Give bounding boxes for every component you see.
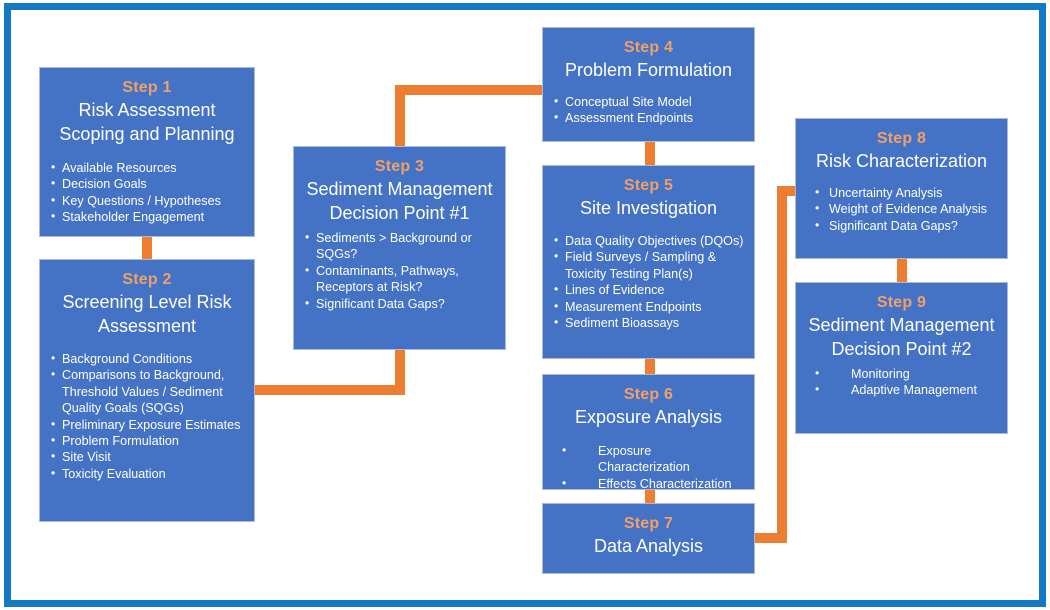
- step-5-bullets: Data Quality Objectives (DQOs) Field Sur…: [543, 232, 754, 331]
- list-item: Sediments > Background or SQGs?: [305, 229, 497, 263]
- list-item: Decision Goals: [51, 175, 246, 192]
- connector-step2-step3-vertical: [395, 345, 405, 395]
- connector-step3-step4-vertical: [395, 85, 405, 149]
- step-4-bullets: Conceptual Site Model Assessment Endpoin…: [543, 93, 754, 127]
- connector-step8-step9: [897, 256, 907, 286]
- connector-step7-step8-horizontal-high: [777, 186, 801, 196]
- step-9-label: Step 9: [876, 294, 927, 311]
- list-item: Adaptive Management: [807, 381, 999, 398]
- step-4-label: Step 4: [623, 39, 674, 56]
- step-1-title: Risk Assessment Scoping and Planning: [59, 100, 235, 144]
- connector-step6-step7: [645, 487, 655, 507]
- list-item: Toxicity Evaluation: [51, 465, 246, 482]
- list-item: Lines of Evidence: [554, 281, 746, 298]
- step-3-title: Sediment Management Decision Point #1: [306, 179, 493, 223]
- step-8-header: Step 8 Risk Characterization: [796, 119, 1007, 173]
- step-box-4[interactable]: Step 4 Problem Formulation Conceptual Si…: [542, 27, 755, 142]
- list-item: Weight of Evidence Analysis: [807, 200, 999, 217]
- step-9-title: Sediment Management Decision Point #2: [808, 315, 995, 359]
- list-item: Monitoring: [807, 365, 999, 382]
- step-2-title: Screening Level Risk Assessment: [62, 292, 232, 336]
- list-item: Measurement Endpoints: [554, 298, 746, 315]
- list-item: Significant Data Gaps?: [305, 295, 497, 312]
- step-3-header: Step 3 Sediment Management Decision Poin…: [294, 147, 505, 225]
- step-box-9[interactable]: Step 9 Sediment Management Decision Poin…: [795, 282, 1008, 434]
- step-9-header: Step 9 Sediment Management Decision Poin…: [796, 283, 1007, 361]
- connector-step3-step4-horizontal: [395, 85, 547, 95]
- step-box-2[interactable]: Step 2 Screening Level Risk Assessment B…: [39, 259, 255, 522]
- step-6-title: Exposure Analysis: [574, 407, 723, 427]
- list-item: Sediment Bioassays: [554, 314, 746, 331]
- step-2-bullets: Background Conditions Comparisons to Bac…: [40, 350, 254, 482]
- connector-step7-step8-vertical: [777, 186, 787, 543]
- connector-step7-step8-horizontal-low: [751, 533, 787, 543]
- step-4-title: Problem Formulation: [564, 60, 733, 80]
- list-item: Data Quality Objectives (DQOs): [554, 232, 746, 249]
- list-item: Comparisons to Background, Threshold Val…: [51, 366, 246, 416]
- list-item: Effects Characterization: [554, 475, 746, 492]
- list-item: Problem Formulation: [51, 432, 246, 449]
- step-5-title: Site Investigation: [579, 198, 718, 218]
- connector-step2-step3-horizontal: [250, 385, 405, 395]
- list-item: Contaminants, Pathways, Receptors at Ris…: [305, 262, 497, 296]
- step-2-header: Step 2 Screening Level Risk Assessment: [40, 260, 254, 338]
- step-4-header: Step 4 Problem Formulation: [543, 28, 754, 82]
- list-item: Significant Data Gaps?: [807, 217, 999, 234]
- step-7-label: Step 7: [623, 515, 674, 532]
- step-1-label: Step 1: [122, 79, 172, 96]
- step-box-8[interactable]: Step 8 Risk Characterization Uncertainty…: [795, 118, 1008, 259]
- connector-step4-step5: [645, 139, 655, 169]
- step-6-header: Step 6 Exposure Analysis: [543, 375, 754, 429]
- connector-step5-step6: [645, 356, 655, 378]
- list-item: Uncertainty Analysis: [807, 184, 999, 201]
- list-item: Field Surveys / Sampling & Toxicity Test…: [554, 248, 746, 282]
- list-item: Available Resources: [51, 159, 246, 176]
- step-3-bullets: Sediments > Background or SQGs? Contamin…: [294, 229, 505, 312]
- list-item: Stakeholder Engagement: [51, 208, 246, 225]
- step-box-1[interactable]: Step 1 Risk Assessment Scoping and Plann…: [39, 67, 255, 237]
- step-9-bullets: Monitoring Adaptive Management: [796, 365, 1007, 399]
- step-8-title: Risk Characterization: [815, 151, 988, 171]
- step-3-label: Step 3: [374, 158, 425, 175]
- step-7-title: Data Analysis: [593, 536, 704, 556]
- list-item: Assessment Endpoints: [554, 109, 746, 126]
- step-6-label: Step 6: [623, 386, 674, 403]
- list-item: Preliminary Exposure Estimates: [51, 416, 246, 433]
- step-box-7[interactable]: Step 7 Data Analysis: [542, 503, 755, 574]
- step-5-header: Step 5 Site Investigation: [543, 166, 754, 220]
- step-1-bullets: Available Resources Decision Goals Key Q…: [40, 159, 254, 226]
- connector-step1-step2: [142, 232, 152, 264]
- step-8-bullets: Uncertainty Analysis Weight of Evidence …: [796, 184, 1007, 234]
- list-item: Exposure Characterization: [554, 442, 746, 476]
- list-item: Conceptual Site Model: [554, 93, 746, 110]
- step-5-label: Step 5: [623, 177, 674, 194]
- step-2-label: Step 2: [122, 271, 172, 288]
- step-box-5[interactable]: Step 5 Site Investigation Data Quality O…: [542, 165, 755, 359]
- step-8-label: Step 8: [876, 130, 927, 147]
- list-item: Site Visit: [51, 448, 246, 465]
- step-1-header: Step 1 Risk Assessment Scoping and Plann…: [40, 68, 254, 146]
- list-item: Key Questions / Hypotheses: [51, 192, 246, 209]
- step-6-bullets: Exposure Characterization Effects Charac…: [543, 442, 754, 492]
- list-item: Background Conditions: [51, 350, 246, 367]
- step-box-6[interactable]: Step 6 Exposure Analysis Exposure Charac…: [542, 374, 755, 492]
- step-7-header: Step 7 Data Analysis: [543, 504, 754, 558]
- step-box-3[interactable]: Step 3 Sediment Management Decision Poin…: [293, 146, 506, 350]
